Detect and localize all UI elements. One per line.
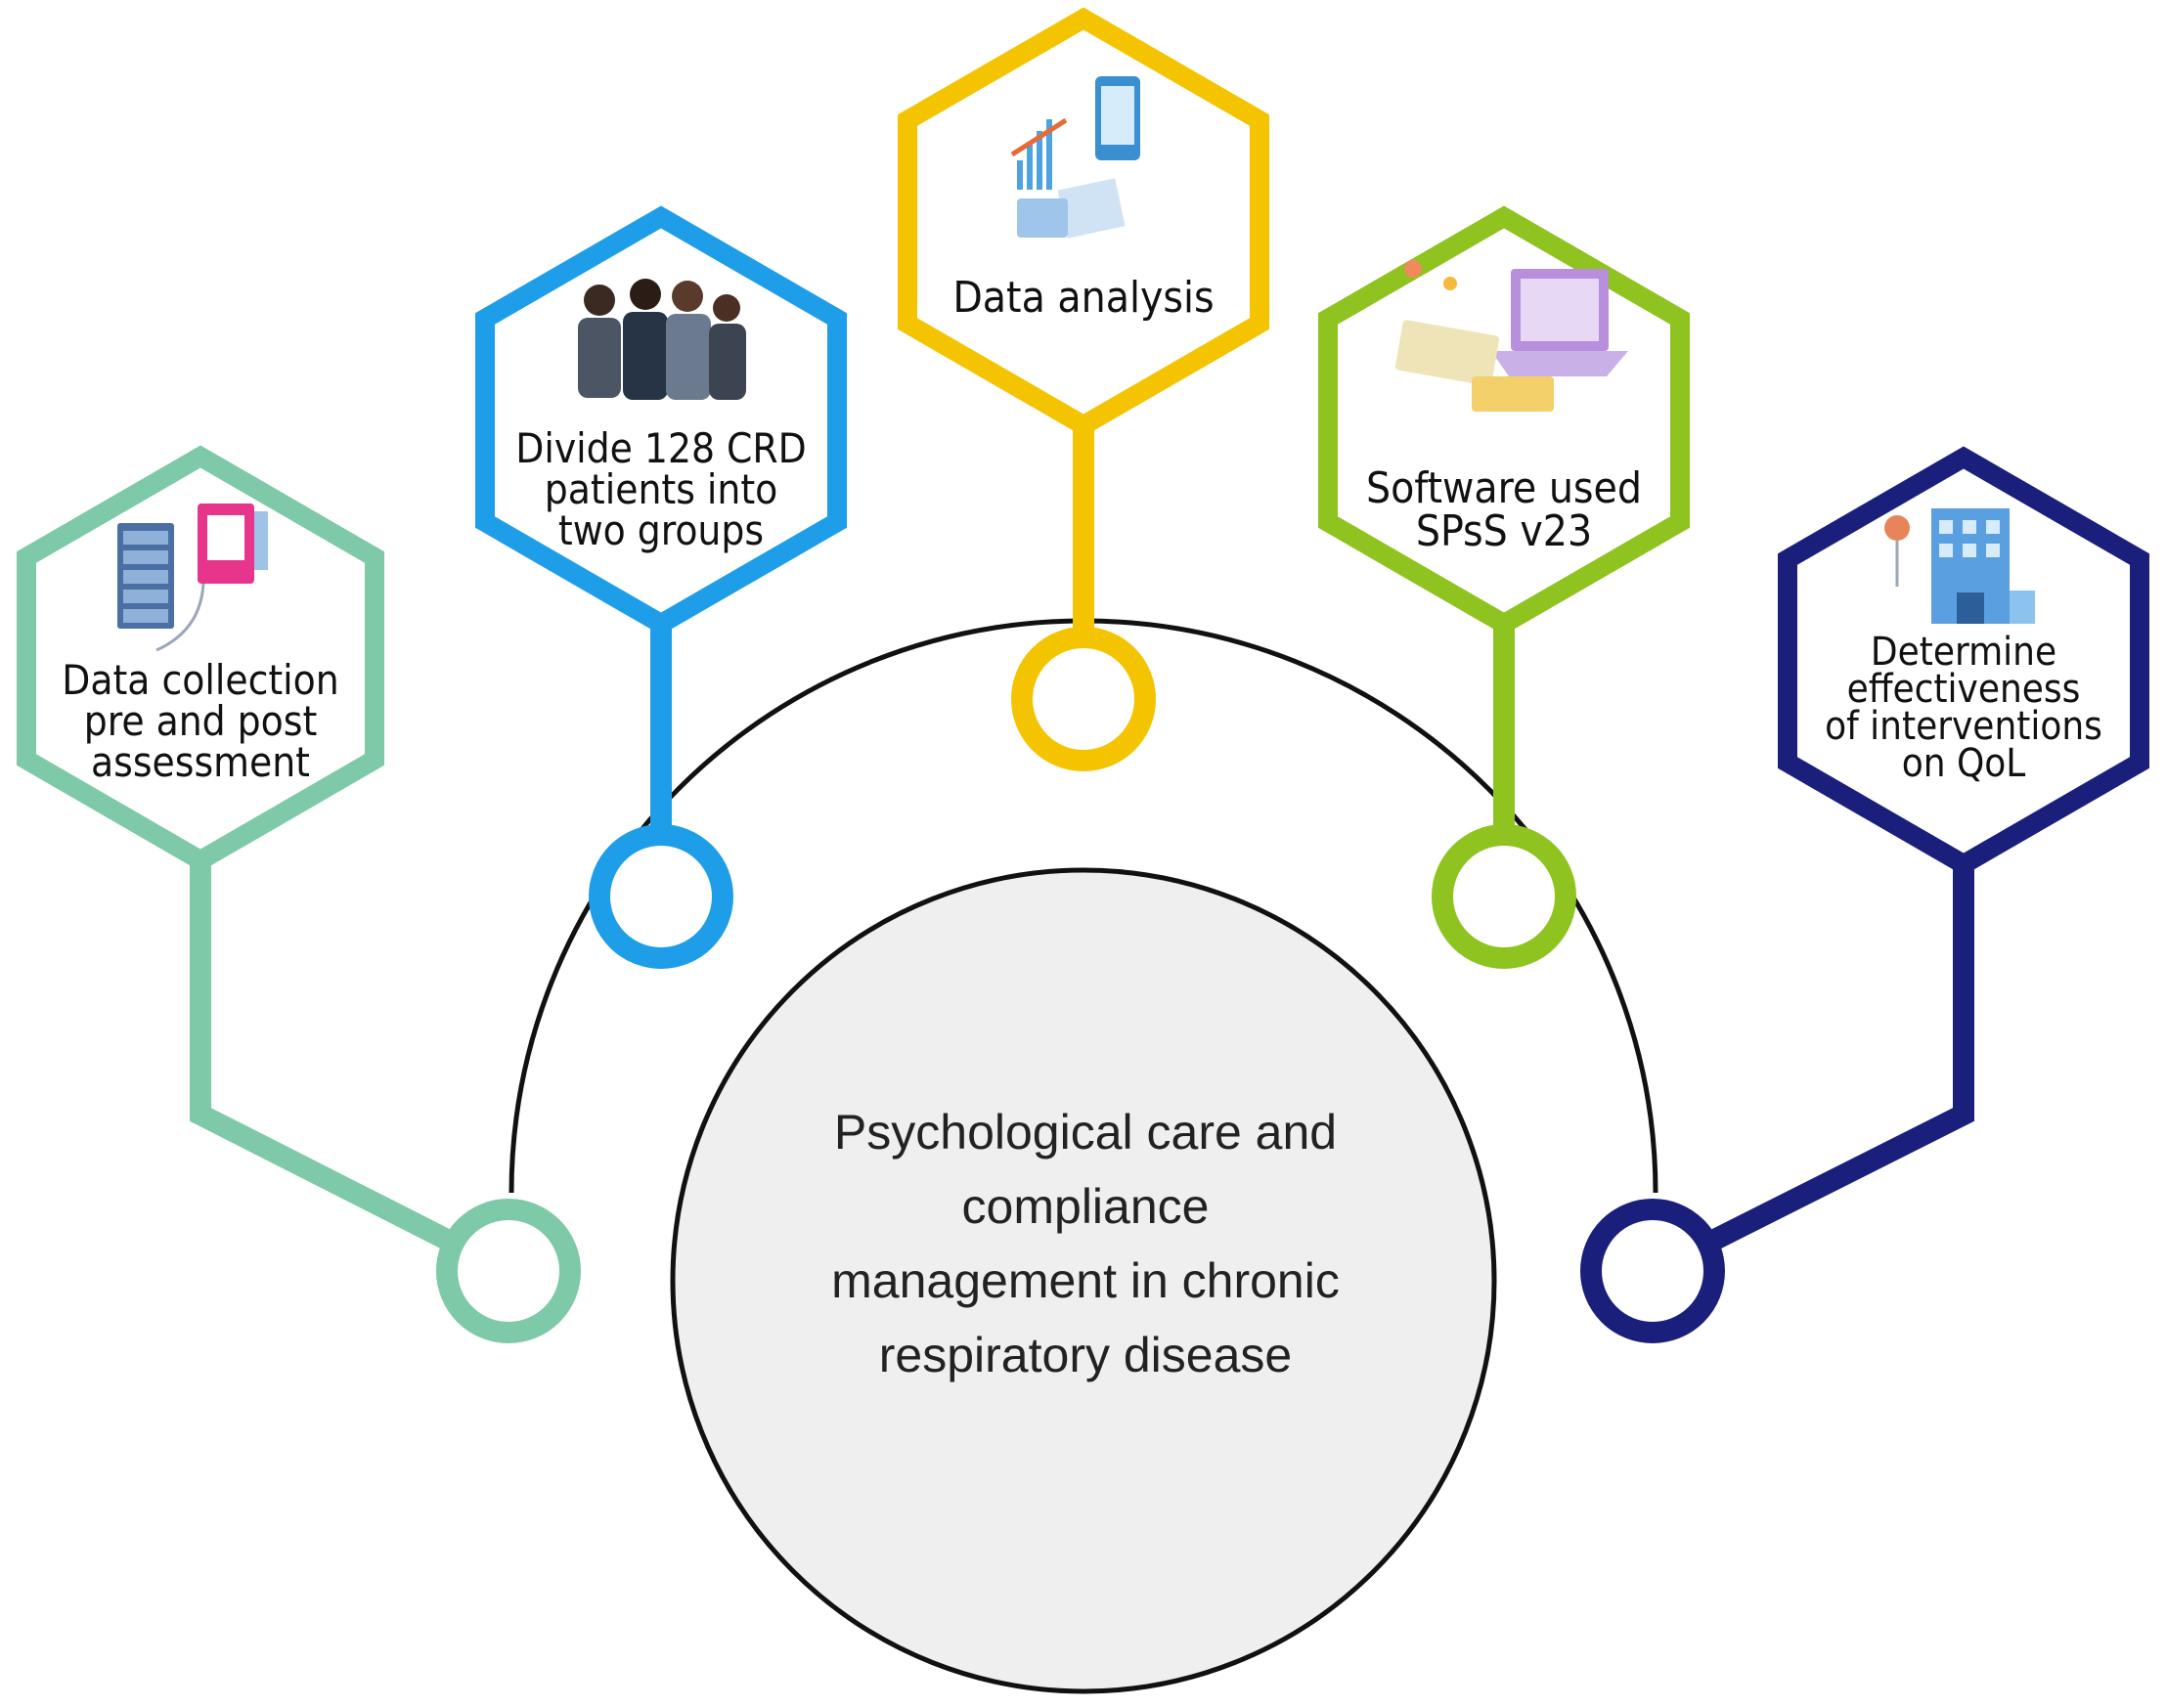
- hospital-building-icon: [1884, 508, 2035, 624]
- label-line: Data collection: [62, 656, 339, 704]
- hexagon-frame: [1318, 205, 1690, 635]
- laptop-software-icon: [1394, 260, 1628, 412]
- step-determine-effectiveness: [1580, 446, 2149, 1343]
- label-line: Divide 128 CRD: [515, 424, 807, 472]
- node-ring: [1011, 627, 1156, 771]
- label-line: on QoL: [1901, 741, 2026, 786]
- label-line: SPsS v23: [1415, 506, 1593, 556]
- node-ring: [1580, 1199, 1725, 1343]
- step-data-analysis: [898, 7, 1269, 771]
- center-title-line: compliance: [961, 1179, 1210, 1234]
- label-line: of interventions: [1825, 704, 2102, 749]
- label-line: Data analysis: [952, 273, 1215, 323]
- label-line: Determine: [1870, 630, 2057, 675]
- hexagon-frame: [17, 445, 384, 872]
- node-ring: [589, 824, 733, 969]
- center-title-line: Psychological care and: [833, 1105, 1338, 1160]
- center-title-line: respiratory disease: [878, 1328, 1293, 1382]
- analytics-dashboard-icon: [1010, 76, 1140, 239]
- hexagon-frame: [1778, 446, 2149, 876]
- label-line: assessment: [91, 738, 310, 786]
- center-title: Psychological care and compliance manage…: [743, 1095, 1428, 1392]
- label-line: effectiveness: [1846, 667, 2081, 712]
- node-ring: [436, 1199, 581, 1343]
- step-software-used: [1318, 205, 1690, 969]
- step-divide-patients: [475, 205, 847, 969]
- label-determine-effectiveness: Determine effectiveness of interventions…: [1788, 630, 2140, 786]
- label-data-analysis: Data analysis: [907, 277, 1260, 320]
- connector-line: [190, 841, 513, 1281]
- step-data-collection: [17, 445, 581, 1343]
- group-of-people-icon: [578, 279, 746, 400]
- label-software-used: Software used SPsS v23: [1328, 467, 1680, 553]
- node-ring: [1432, 824, 1576, 969]
- label-divide-patients: Divide 128 CRD patients into two groups: [485, 428, 837, 551]
- label-line: pre and post: [83, 697, 318, 745]
- center-title-line: management in chronic: [831, 1253, 1340, 1308]
- connector-line: [1648, 841, 1974, 1281]
- center-circle: [670, 867, 1497, 1694]
- label-line: patients into: [544, 465, 778, 513]
- label-line: Software used: [1365, 463, 1643, 513]
- label-line: two groups: [557, 506, 765, 554]
- hexagon-frame: [475, 205, 847, 635]
- server-and-tablet-icon: [117, 504, 268, 652]
- label-data-collection: Data collection pre and post assessment: [24, 660, 376, 783]
